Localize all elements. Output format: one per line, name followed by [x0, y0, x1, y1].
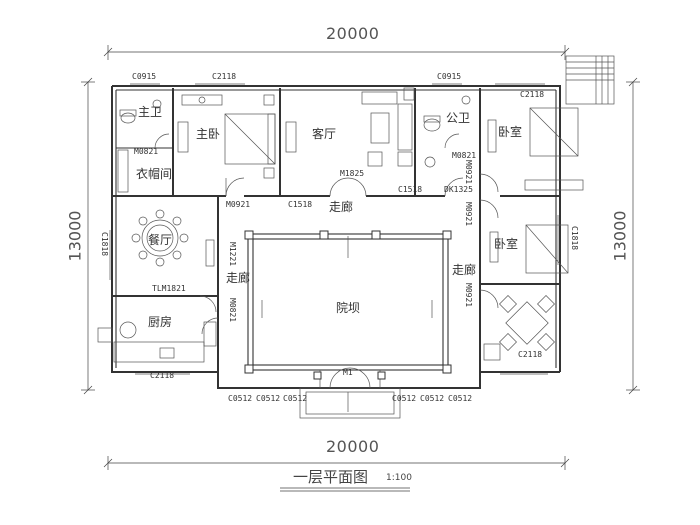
code-c0512-5: C0512 — [420, 394, 445, 403]
code-m0921-d: M0921 — [464, 283, 473, 308]
door-swings — [154, 133, 499, 335]
room-closet: 衣帽间 — [136, 167, 173, 181]
code-m1: M1 — [343, 368, 353, 377]
code-m0921-c: M0921 — [464, 202, 473, 227]
code-c2118-d: C2118 — [518, 350, 543, 359]
drawing-title: 一层平面图 — [293, 468, 369, 486]
room-public-bath: 公卫 — [446, 111, 471, 125]
dim-left-value: 13000 — [65, 210, 85, 262]
code-m1221: M1221 — [228, 242, 237, 267]
code-c0915-b: C0915 — [437, 72, 462, 81]
drain-markers — [261, 236, 433, 412]
room-master-bed: 主卧 — [196, 127, 221, 141]
master-bath-fixtures — [117, 99, 162, 193]
living-furniture — [285, 87, 415, 167]
room-corridor-top: 走廊 — [329, 200, 354, 214]
room-living: 客厅 — [312, 127, 337, 141]
code-c2118-c: C2118 — [150, 371, 175, 380]
bedroom2-furniture — [489, 224, 569, 274]
code-c1818-right: C1818 — [570, 226, 579, 251]
dining-furniture — [131, 209, 215, 267]
code-m0821-a: M0821 — [134, 147, 159, 156]
dim-top-value: 20000 — [326, 24, 380, 43]
courtyard-pillars — [244, 230, 452, 380]
dim-bottom-value: 20000 — [326, 437, 380, 456]
code-c0512-2: C0512 — [256, 394, 281, 403]
code-m0821-b: M0821 — [452, 151, 477, 160]
windows — [109, 83, 559, 375]
code-c0915-a: C0915 — [132, 72, 157, 81]
code-c1518-b: C1518 — [398, 185, 423, 194]
code-c0512-3: C0512 — [283, 394, 308, 403]
lounge-furniture — [483, 295, 555, 361]
code-c2118-b: C2118 — [520, 90, 545, 99]
code-c1818-left: C1818 — [100, 232, 109, 257]
room-bedroom-1: 卧室 — [498, 125, 523, 139]
code-c0512-1: C0512 — [228, 394, 253, 403]
room-kitchen: 厨房 — [148, 315, 173, 329]
code-m1825: M1825 — [340, 169, 365, 178]
code-c0512-6: C0512 — [448, 394, 473, 403]
room-courtyard: 院坝 — [336, 301, 361, 315]
code-m0821-c: M0821 — [228, 298, 237, 323]
room-corridor-right: 走廊 — [452, 263, 477, 277]
dim-right-value: 13000 — [610, 210, 630, 262]
kitchen-furniture — [97, 321, 217, 363]
code-m0921-a: M0921 — [226, 200, 251, 209]
code-c1518-a: C1518 — [288, 200, 313, 209]
code-tlm1821: TLM1821 — [152, 284, 186, 293]
room-bedroom-2: 卧室 — [494, 237, 519, 251]
master-bed-furniture — [177, 94, 276, 179]
stair-top-right — [565, 55, 615, 105]
bedroom1-furniture — [487, 107, 584, 191]
room-corridor-left: 走廊 — [226, 271, 251, 285]
dimension-lines — [81, 45, 640, 492]
code-dk1325: DK1325 — [444, 185, 473, 194]
code-c0512-4: C0512 — [392, 394, 417, 403]
code-m0921-b: M0921 — [464, 160, 473, 185]
entrance-steps — [299, 367, 401, 419]
drawing-scale: 1:100 — [386, 473, 412, 483]
room-master-bath: 主卫 — [138, 105, 163, 119]
room-dining: 餐厅 — [148, 233, 173, 247]
code-c2118-a: C2118 — [212, 72, 237, 81]
public-bath-fixtures — [423, 95, 471, 168]
